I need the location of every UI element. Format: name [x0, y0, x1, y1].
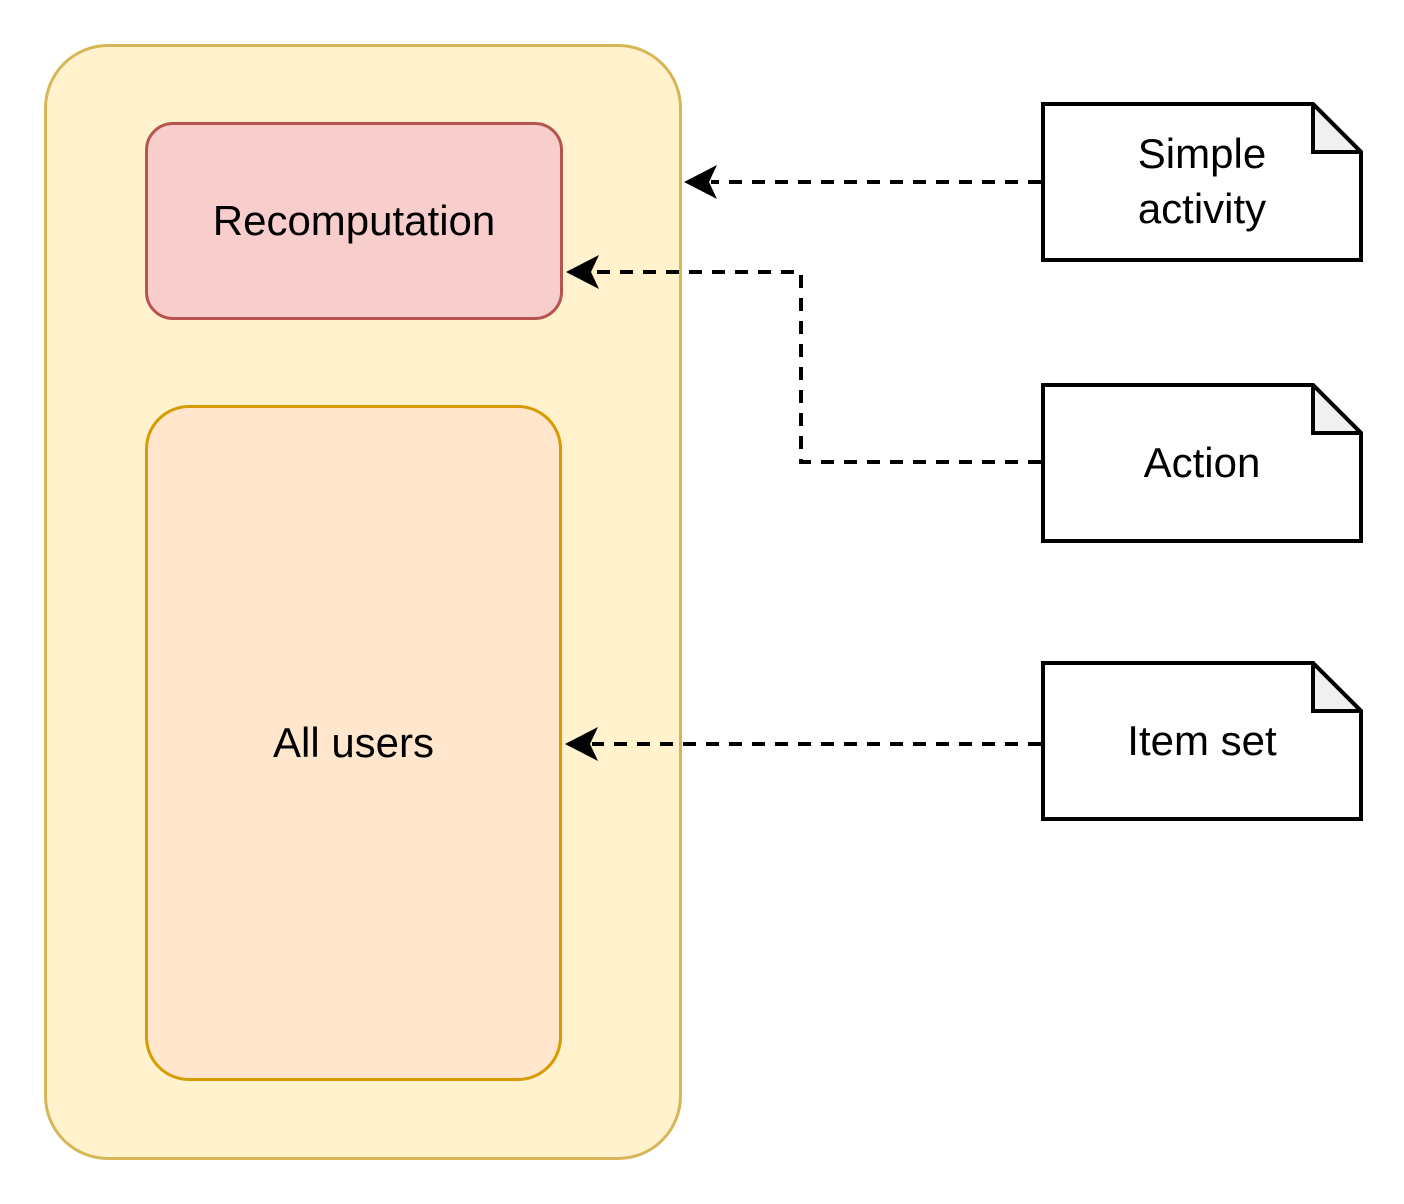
arrowhead-simple-activity [684, 165, 717, 199]
node-recomputation-label: Recomputation [212, 197, 496, 244]
note-shape [1041, 383, 1363, 543]
note-simple-activity-label: Simple activity [1137, 130, 1267, 232]
note-shape [1041, 661, 1363, 821]
note-fold-icon [1311, 383, 1363, 435]
note-action: Action [1041, 383, 1363, 543]
note-simple-activity: Simple activity [1041, 102, 1363, 262]
note-shape [1041, 102, 1363, 262]
note-item-set: Item set [1041, 661, 1363, 821]
node-recomputation: Recomputation [145, 122, 563, 320]
node-all-users: All users [145, 405, 562, 1081]
note-fold-icon [1311, 661, 1363, 713]
note-fold-icon [1311, 102, 1363, 154]
note-item-set-label: Item set [1127, 716, 1277, 764]
node-all-users-label: All users [272, 719, 435, 766]
note-action-label: Action [1143, 438, 1261, 486]
